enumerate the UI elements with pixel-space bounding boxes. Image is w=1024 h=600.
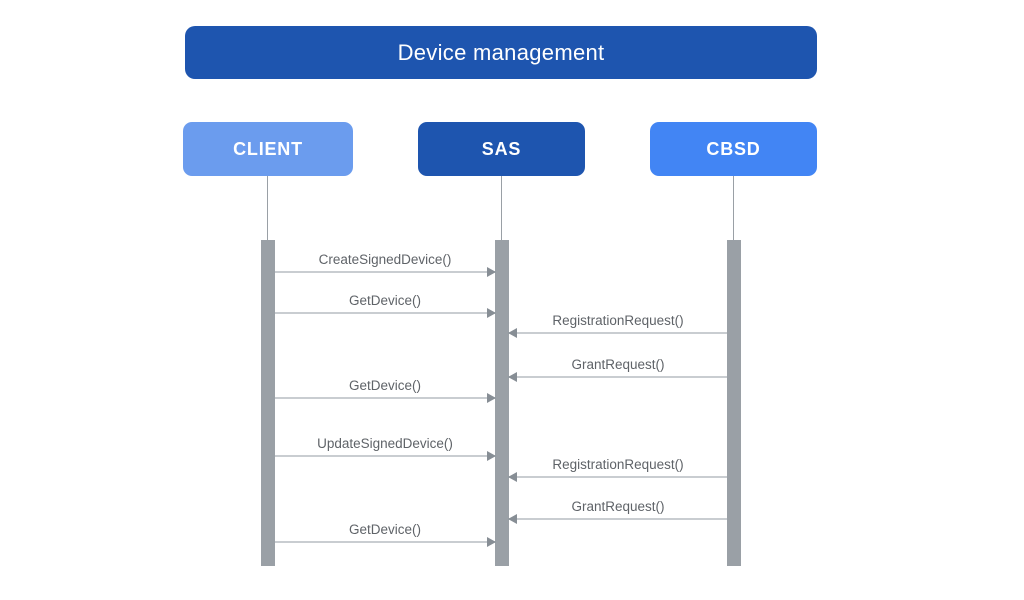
message-label: GetDevice() — [348, 378, 421, 393]
message-arrow — [508, 514, 727, 524]
arrowhead-right-icon — [487, 393, 496, 403]
lifeline-cbsd — [733, 176, 734, 240]
message-label: RegistrationRequest() — [552, 457, 684, 472]
arrowhead-left-icon — [508, 372, 517, 382]
message-5-get-device: GetDevice() — [275, 377, 496, 403]
message-arrow — [275, 393, 496, 403]
actor-client: CLIENT — [183, 122, 353, 176]
activation-bar-client — [261, 240, 275, 566]
message-8-grant-request: GrantRequest() — [508, 498, 727, 524]
actor-client-label: CLIENT — [233, 138, 303, 159]
activation-bar-cbsd — [727, 240, 741, 566]
arrowhead-right-icon — [487, 267, 496, 277]
message-label: CreateSignedDevice() — [318, 252, 452, 267]
activation-bar-sas — [495, 240, 509, 566]
message-label: GrantRequest() — [571, 357, 665, 372]
diagram-title: Device management — [397, 39, 605, 65]
message-arrow — [275, 308, 496, 318]
actor-sas-label: SAS — [481, 138, 522, 159]
message-2-get-device: GetDevice() — [275, 292, 496, 318]
lifeline-sas — [501, 176, 502, 240]
message-label: RegistrationRequest() — [552, 313, 684, 328]
message-arrow — [275, 267, 496, 277]
arrowhead-left-icon — [508, 328, 517, 338]
message-label: UpdateSignedDevice() — [317, 436, 453, 451]
message-label: GetDevice() — [348, 522, 421, 537]
actor-cbsd: CBSD — [650, 122, 817, 176]
message-arrow — [275, 537, 496, 547]
diagram-title-bar: Device management — [185, 26, 817, 79]
arrowhead-left-icon — [508, 472, 517, 482]
message-label: GetDevice() — [348, 293, 421, 308]
message-4-grant-request: GrantRequest() — [508, 356, 727, 382]
message-7-registration-request: RegistrationRequest() — [508, 456, 727, 482]
message-arrow — [275, 451, 496, 461]
arrowhead-right-icon — [487, 537, 496, 547]
message-6-update-signed-device: UpdateSignedDevice() — [275, 435, 496, 461]
message-arrow — [508, 472, 727, 482]
message-9-get-device: GetDevice() — [275, 521, 496, 547]
message-1-create-signed-device: CreateSignedDevice() — [275, 251, 496, 277]
message-arrow — [508, 328, 727, 338]
message-arrow — [508, 372, 727, 382]
arrowhead-right-icon — [487, 308, 496, 318]
actor-cbsd-label: CBSD — [706, 138, 761, 159]
message-3-registration-request: RegistrationRequest() — [508, 312, 727, 338]
actor-sas: SAS — [418, 122, 585, 176]
message-label: GrantRequest() — [571, 499, 665, 514]
arrowhead-left-icon — [508, 514, 517, 524]
arrowhead-right-icon — [487, 451, 496, 461]
lifeline-client — [267, 176, 268, 240]
